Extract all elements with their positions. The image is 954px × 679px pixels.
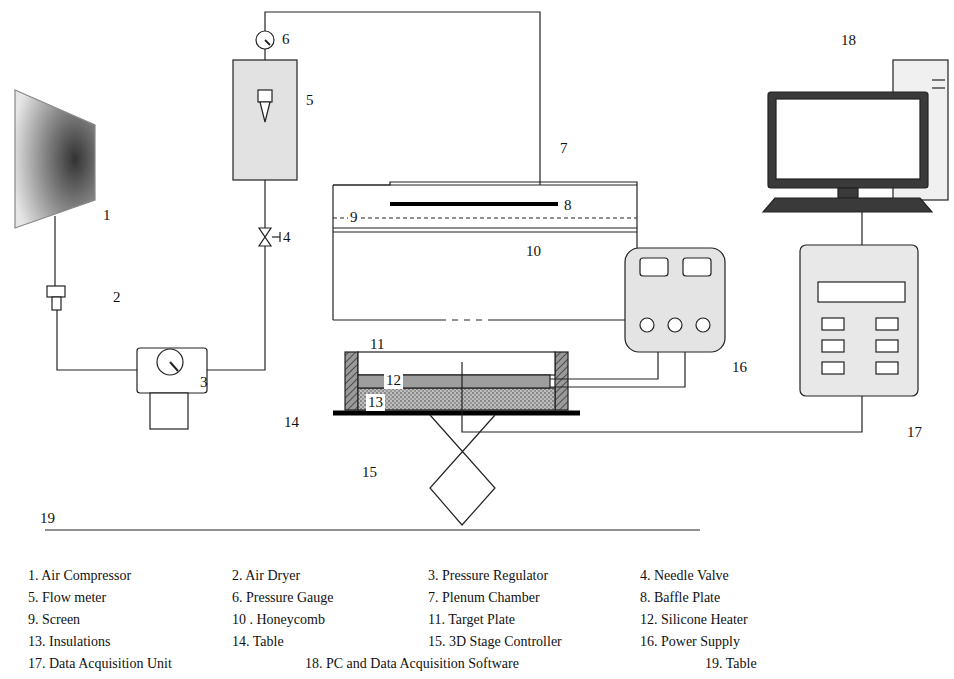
data-acquisition-unit <box>800 245 918 396</box>
key-entry: 1. Air Compressor <box>28 568 131 583</box>
callout-number: 2 <box>111 289 123 306</box>
regulator-base <box>150 393 188 429</box>
daq-display <box>818 282 905 302</box>
plenum-chamber <box>333 182 637 185</box>
key-entry: 8. Baffle Plate <box>640 590 720 605</box>
air-compressor <box>15 90 95 228</box>
callout-number: 13 <box>366 394 385 411</box>
pc-tower-slot <box>932 87 945 88</box>
callout-number: 1 <box>101 207 113 224</box>
regulator-gauge <box>157 349 183 375</box>
key-entry: 3. Pressure Regulator <box>428 568 548 583</box>
callout-number: 7 <box>558 140 570 157</box>
plenum-chamber <box>332 185 333 320</box>
callout-number: 6 <box>280 31 292 48</box>
callout-number: 4 <box>281 229 293 246</box>
floor-table <box>45 529 700 530</box>
baffle-plate <box>390 202 558 206</box>
callout-number: 3 <box>198 374 210 391</box>
power-supply <box>625 248 725 352</box>
power-terminal <box>696 318 710 332</box>
key-entry: 18. PC and Data Acquisition Software <box>305 656 519 671</box>
support-table <box>333 411 580 416</box>
data-cable <box>861 212 862 245</box>
key-entry: 17. Data Acquisition Unit <box>28 656 172 671</box>
pressure-gauge <box>256 31 274 49</box>
key-entry: 10 . Honeycomb <box>232 612 325 627</box>
key-entry: 6. Pressure Gauge <box>232 590 333 605</box>
air-pipe <box>264 49 265 60</box>
callout-number: 12 <box>384 372 403 389</box>
honeycomb <box>333 227 637 228</box>
jet-nozzles <box>440 319 488 320</box>
key-entry: 5. Flow meter <box>28 590 106 605</box>
key-entry: 12. Silicone Heater <box>640 612 748 627</box>
callout-number: 15 <box>360 464 379 481</box>
air-pipe <box>264 180 265 228</box>
insulation <box>358 388 555 410</box>
key-entry: 19. Table <box>705 656 757 671</box>
gauge-needle <box>265 40 270 45</box>
key-entry: 2. Air Dryer <box>232 568 300 583</box>
stage-scissor <box>430 415 495 525</box>
callout-number: 5 <box>304 92 316 109</box>
air-dryer <box>47 286 65 297</box>
pc-stand <box>838 188 858 198</box>
callout-number: 9 <box>348 209 360 226</box>
key-entry: 14. Table <box>232 634 284 649</box>
insulation <box>345 352 358 410</box>
insulation <box>555 352 568 410</box>
power-display <box>683 258 711 276</box>
key-entry: 16. Power Supply <box>640 634 740 649</box>
power-wire <box>550 352 658 379</box>
key-entry: 7. Plenum Chamber <box>428 590 540 605</box>
flow-meter-float <box>260 102 270 122</box>
key-entry: 13. Insulations <box>28 634 110 649</box>
pc-tower-slot <box>932 79 945 80</box>
air-pipe <box>265 12 540 185</box>
power-terminal <box>640 318 654 332</box>
callout-number: 18 <box>839 32 858 49</box>
gauge-needle <box>170 362 178 371</box>
callout-number: 19 <box>38 510 57 527</box>
daq-buttons <box>822 318 898 374</box>
plenum-chamber <box>333 184 637 185</box>
key-entry: 11. Target Plate <box>428 612 515 627</box>
screen <box>333 217 637 218</box>
plenum-chamber <box>488 319 637 320</box>
honeycomb <box>333 231 637 232</box>
power-display <box>640 258 668 276</box>
air-pipe <box>54 216 55 286</box>
pc-keyboard <box>763 198 932 212</box>
pressure-regulator <box>137 348 207 393</box>
callout-number: 10 <box>524 243 543 260</box>
air-pipe <box>57 310 137 370</box>
callout-number: 17 <box>905 424 924 441</box>
pc-monitor <box>768 92 928 188</box>
flow-meter-float <box>258 90 272 102</box>
callout-number: 11 <box>368 336 386 353</box>
needle-valve-stem <box>279 232 280 242</box>
key-entry: 9. Screen <box>28 612 80 627</box>
callout-number: 14 <box>282 414 301 431</box>
pc-screen <box>776 99 920 179</box>
needle-valve <box>259 228 271 246</box>
needle-valve-stem <box>272 236 280 237</box>
key-entry: 15. 3D Stage Controller <box>428 634 562 649</box>
plenum-chamber <box>333 319 440 320</box>
callout-number: 8 <box>562 197 574 214</box>
power-terminal <box>668 318 682 332</box>
callout-number: 16 <box>730 359 749 376</box>
air-pipe <box>207 244 265 370</box>
air-dryer <box>52 297 61 310</box>
flow-meter <box>233 60 297 180</box>
power-wire <box>550 352 685 387</box>
key-entry: 4. Needle Valve <box>640 568 729 583</box>
